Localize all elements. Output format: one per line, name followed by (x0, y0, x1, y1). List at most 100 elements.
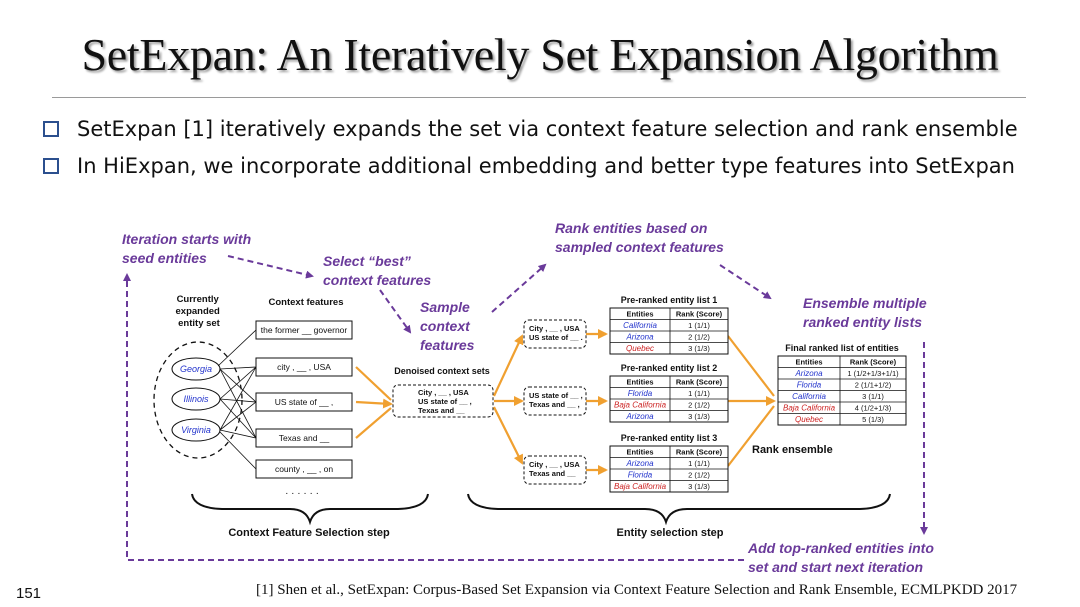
entity-set-boundary (153, 341, 243, 459)
context-feature-label: Texas and __ (279, 433, 330, 443)
table-rank-cell: 5 (1/3) (862, 415, 884, 424)
orange-arrow (355, 366, 392, 401)
denoised-header: Denoised context sets (394, 366, 490, 376)
table-rank-cell: 1 (1/1) (688, 321, 710, 330)
context-line: City , __ , USA (418, 388, 469, 397)
annotation-line: Ensemble multiple (803, 295, 927, 311)
entity-feature-link (219, 366, 257, 400)
context-features-header: Context features (269, 297, 344, 308)
annotation-iteration-start: Iteration starts with seed entities (122, 231, 255, 266)
context-feature-label: the former __ governor (261, 325, 348, 335)
entity-feature-link (219, 429, 257, 439)
checkbox-bullet-icon (43, 158, 59, 174)
seed-entity-label: Georgia (180, 364, 212, 374)
annotation-line: seed entities (122, 250, 207, 266)
arrow-select-to-sample (379, 289, 412, 334)
table-header: Rank (Score) (850, 358, 897, 367)
bullet-text-2: In HiExpan, we incorporate additional em… (77, 154, 1015, 178)
arrow-sample-to-rank (491, 263, 547, 313)
table-rank-cell: 2 (1/2) (688, 471, 710, 480)
table-rank-cell: 2 (1/2) (688, 333, 710, 342)
table-entity-cell: California (792, 392, 826, 401)
entity-step-label: Entity selection step (617, 527, 724, 539)
table-entity-cell: Florida (628, 471, 653, 480)
seed-entity-label: Illinois (183, 394, 209, 404)
orange-arrow (493, 334, 524, 397)
annotation-ensemble: Ensemble multiple ranked entity lists (803, 295, 931, 330)
purple-dashed-arrows (123, 255, 928, 561)
entity-feature-link (219, 398, 257, 403)
annotation-line: features (420, 337, 475, 353)
sampled-context-box (523, 386, 587, 416)
orange-arrow (727, 335, 775, 397)
table-entity-cell: Arizona (625, 333, 654, 342)
orange-arrow (493, 406, 523, 465)
table-rank-cell: 3 (1/1) (862, 392, 884, 401)
context-line: US state of __ , (418, 397, 472, 406)
entity-feature-link (219, 366, 257, 370)
entity-feature-link (219, 401, 257, 431)
context-step-label: Context Feature Selection step (228, 527, 390, 539)
table-entity-cell: Florida (797, 381, 822, 390)
denoised-context-contents: City , __ , USA US state of __ , Texas a… (418, 388, 474, 415)
annotation-line: set and start next iteration (748, 559, 923, 575)
table-rank-cell: 2 (1/1+1/2) (855, 381, 892, 390)
table-header: Entities (626, 448, 653, 457)
context-feature-box (255, 459, 353, 479)
annotation-line: sampled context features (555, 239, 724, 255)
table-entity-cell: Quebec (626, 344, 654, 353)
table-title: Pre-ranked entity list 3 (621, 433, 718, 443)
table-entity-cell: Baja California (614, 401, 667, 410)
annotation-line: Sample (420, 299, 470, 315)
table-entity-cell: California (623, 321, 657, 330)
rank-ensemble-label: Rank ensemble (752, 444, 833, 456)
entity-feature-link (219, 368, 257, 439)
table-entity-cell: Baja California (783, 404, 836, 413)
table-entity-cell: Florida (628, 389, 653, 398)
header-line: Currently (177, 294, 220, 305)
table-header: Rank (Score) (676, 448, 723, 457)
entity-feature-link (219, 368, 257, 403)
table-rank-cell: 1 (1/1) (688, 389, 710, 398)
table-entity-cell: Arizona (625, 459, 654, 468)
table-entity-cell: Baja California (614, 482, 667, 491)
annotation-line: Rank entities based on (555, 220, 707, 236)
table-header: Entities (626, 378, 653, 387)
entity-feature-link (219, 366, 257, 431)
annotation-line: ranked entity lists (803, 314, 922, 330)
table-header: Entities (795, 358, 822, 367)
annotation-line: Select “best” (323, 253, 411, 269)
orange-arrow (355, 407, 392, 439)
context-feature-label: county , __ , on (275, 464, 333, 474)
orange-arrow (727, 405, 775, 467)
header-line: entity set (178, 318, 221, 329)
header-line: expanded (176, 306, 221, 317)
entity-step-brace (467, 493, 891, 526)
orange-sample-arrows (493, 334, 524, 465)
entity-feature-link (219, 431, 257, 470)
entity-feature-link (219, 398, 257, 439)
table-header: Rank (Score) (676, 378, 723, 387)
table-header: Entities (626, 310, 653, 319)
sampled-context-line: US state of __ , (529, 391, 583, 400)
table-header: Rank (Score) (676, 310, 723, 319)
context-step-brace (191, 493, 429, 526)
bullet-item-1: SetExpan [1] iteratively expands the set… (42, 117, 1018, 141)
annotation-sample-context: Sample context features (420, 299, 475, 353)
table-rank-cell: 3 (1/3) (688, 344, 710, 353)
sampled-context-line: Texas and __ , (529, 400, 580, 409)
table-title: Final ranked list of entities (785, 343, 899, 353)
preranked-list-3: Pre-ranked entity list 3 Entities Rank (Sc… (609, 433, 729, 493)
arrow-loop-back (123, 273, 744, 561)
table-rank-cell: 1 (1/2+1/3+1/1) (847, 369, 899, 378)
context-feature-label: city , __ , USA (277, 362, 331, 372)
footnote: [1] Shen et al., SetExpan: Corpus-Based … (256, 582, 1018, 598)
slide-title: SetExpan: An Iteratively Set Expansion A… (81, 29, 999, 80)
